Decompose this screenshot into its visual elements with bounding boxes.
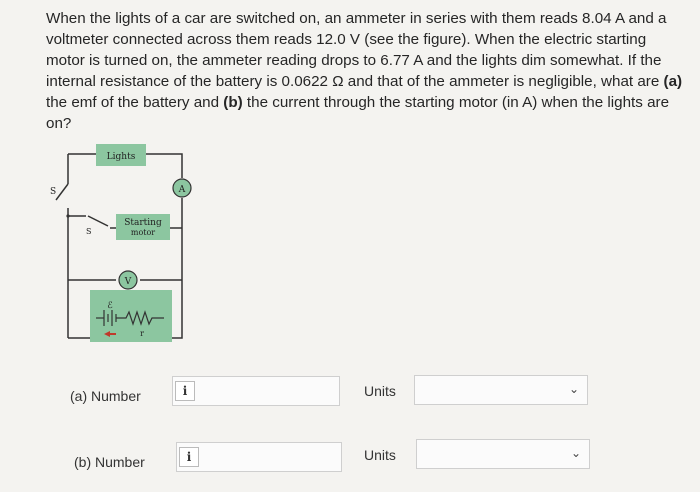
part-b-units-label: Units [364,447,396,463]
emf-label: ℰ [107,301,113,311]
part-a-number-label: (a) Number [70,388,141,404]
switch1-label: S [50,187,56,197]
svg-text:Starting: Starting [124,218,162,228]
svg-text:A: A [178,185,186,195]
info-icon[interactable]: i [179,447,199,467]
part-a-tag: (a) [663,73,683,90]
battery-box [90,290,172,342]
info-icon[interactable]: i [175,381,195,401]
part-a-units-select[interactable]: ⌄ [414,375,588,405]
chevron-down-icon: ⌄ [568,382,579,396]
part-b-number-input[interactable]: i [176,442,342,472]
svg-text:V: V [124,277,132,287]
question-text: When the lights of a car are switched on… [46,10,683,132]
voltmeter-icon [118,270,138,290]
svg-text:motor: motor [131,228,155,237]
lights-label: Lights [107,152,136,162]
part-b-number-label: (b) Number [74,454,145,470]
lights-box [96,144,146,166]
switch2-label: S [86,227,91,236]
part-b-tag: (b) [223,94,243,111]
part-a-units-label: Units [364,383,396,399]
starting-motor-box [116,214,170,240]
r-label: r [140,329,144,338]
ammeter-icon [172,178,192,198]
chevron-down-icon: ⌄ [570,446,581,460]
part-b-units-select[interactable]: ⌄ [416,439,590,469]
part-a-number-input[interactable]: i [172,376,340,406]
circuit-figure: Lights A S S Starting motor V ℰ r [50,144,192,342]
